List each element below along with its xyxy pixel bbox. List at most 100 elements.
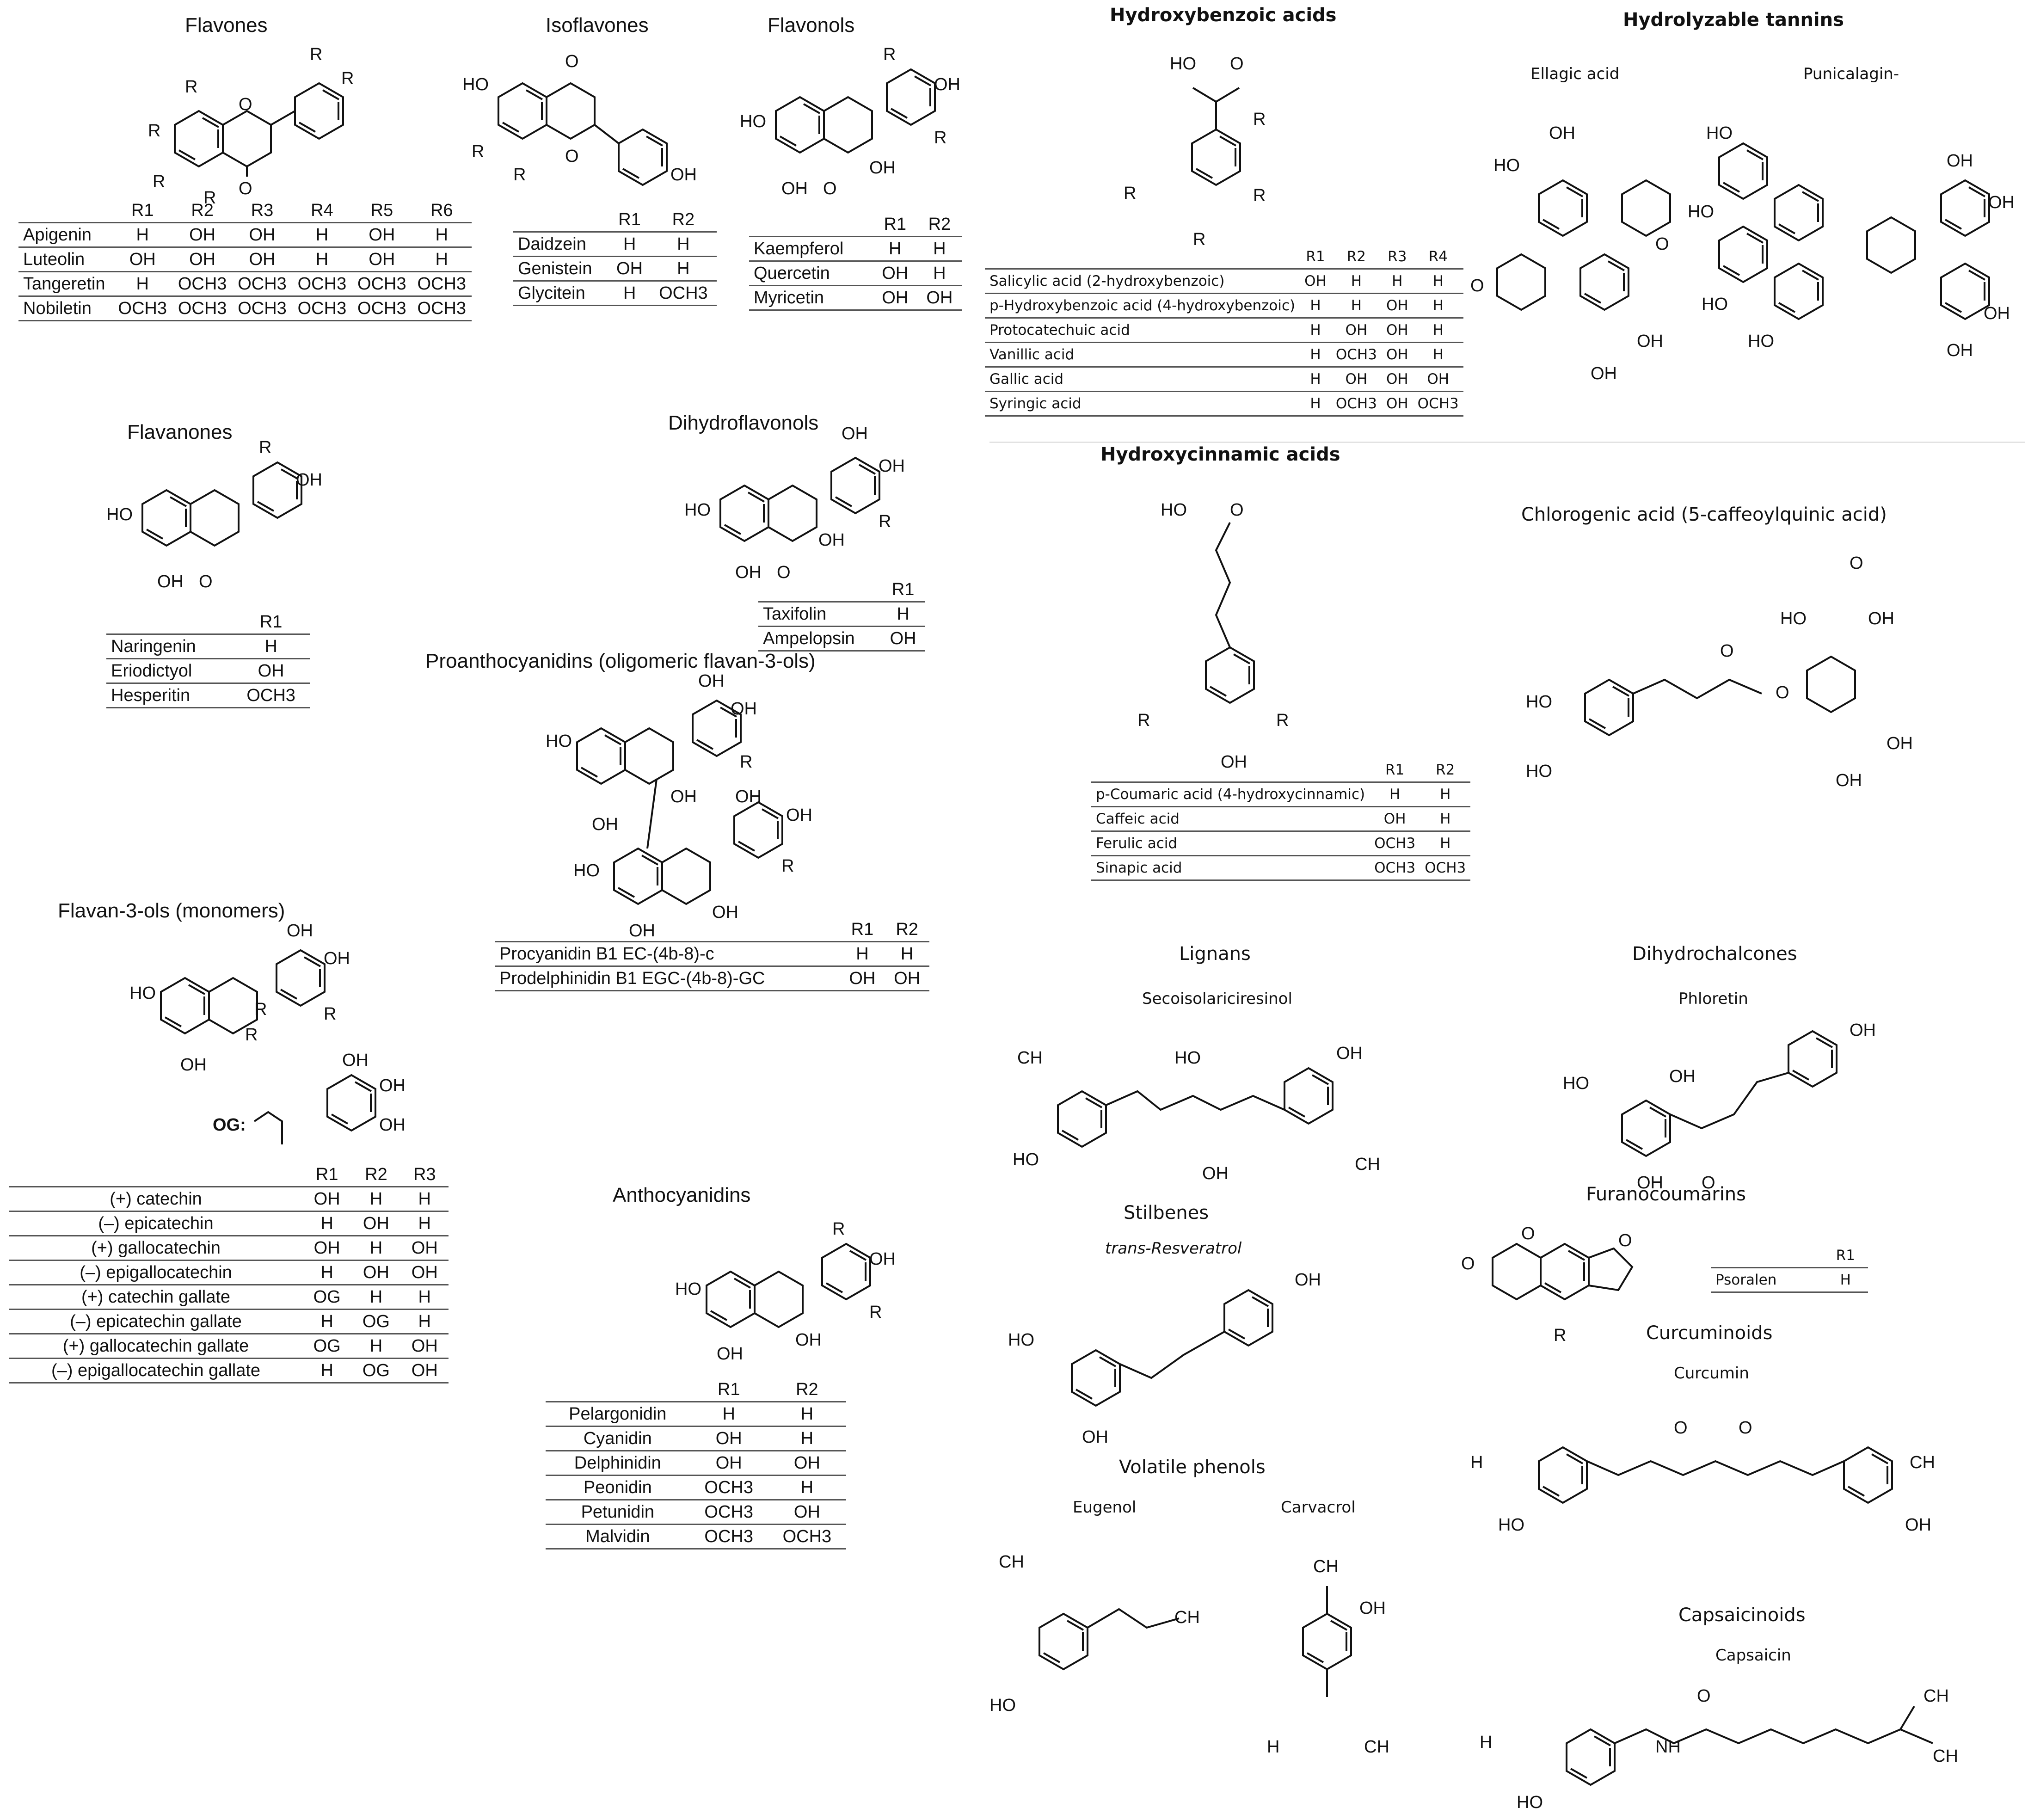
svg-text:O: O [239, 179, 252, 198]
svg-text:HO: HO [1526, 692, 1552, 712]
svg-text:OH: OH [1984, 304, 2010, 323]
svg-text:HO: HO [1498, 1515, 1524, 1535]
svg-text:R: R [185, 77, 197, 97]
svg-text:R: R [324, 1004, 336, 1024]
svg-text:CH: CH [999, 1552, 1024, 1572]
svg-text:O: O [1720, 641, 1734, 661]
svg-text:HO: HO [675, 1279, 701, 1299]
eugenol-label: Eugenol [1073, 1498, 1137, 1517]
svg-text:HO: HO [1780, 609, 1807, 628]
svg-text:HO: HO [1702, 295, 1728, 314]
proanthocyanidins-title: Proanthocyanidins (oligomeric flavan-3-o… [425, 650, 816, 672]
svg-text:O: O [1776, 683, 1789, 702]
svg-text:OH: OH [1836, 771, 1862, 790]
svg-text:CH: CH [1910, 1453, 1935, 1472]
flavan3ols-title: Flavan-3-ols (monomers) [58, 899, 285, 922]
svg-text:HO: HO [106, 505, 133, 524]
svg-text:O: O [1674, 1418, 1688, 1438]
svg-text:HO: HO [1748, 332, 1774, 351]
svg-text:CH: CH [1364, 1737, 1389, 1757]
svg-text:R: R [832, 1219, 845, 1239]
svg-text:OH: OH [842, 424, 868, 443]
table-row: p-Hydroxybenzoic acid (4-hydroxybenzoic)… [985, 293, 1463, 318]
svg-text:OH: OH [869, 1249, 896, 1269]
svg-text:H: H [1480, 1733, 1492, 1752]
svg-text:OH: OH [1988, 193, 2015, 212]
svg-text:R: R [245, 1025, 258, 1045]
svg-text:R: R [472, 142, 484, 161]
flavones-title: Flavones [185, 14, 268, 37]
svg-text:HO: HO [1013, 1150, 1039, 1169]
svg-text:O: O [1461, 1254, 1475, 1273]
svg-text:O: O [1470, 276, 1484, 295]
isoflavones-title: Isoflavones [546, 14, 649, 37]
svg-text:OH: OH [781, 179, 808, 198]
svg-text:OH: OH [1295, 1270, 1321, 1290]
svg-text:OH: OH [1637, 332, 1663, 351]
svg-text:O: O [1702, 1173, 1715, 1193]
svg-text:OH: OH [592, 815, 618, 834]
chlorogenic-title: Chlorogenic acid (5-caffeoylquinic acid) [1521, 504, 1887, 525]
svg-text:R: R [1554, 1326, 1566, 1345]
svg-text:HO: HO [573, 861, 600, 880]
svg-text:O: O [777, 563, 791, 582]
svg-text:OG:: OG: [213, 1115, 246, 1135]
svg-text:R: R [310, 45, 322, 64]
svg-text:O: O [199, 572, 213, 591]
svg-text:HO: HO [1517, 1793, 1543, 1812]
svg-text:HO: HO [1493, 156, 1520, 175]
secoisolariciresinol-label: Secoisolariciresinol [1142, 990, 1292, 1008]
svg-text:O: O [1230, 54, 1244, 74]
svg-text:HO: HO [684, 500, 711, 520]
hydroxybenzoic-title: Hydroxybenzoic acids [1110, 5, 1337, 26]
capsaicinoids-title: Capsaicinoids [1678, 1605, 1806, 1626]
svg-text:HO: HO [1563, 1074, 1589, 1093]
svg-text:OH: OH [1947, 151, 1973, 171]
svg-text:OH: OH [324, 949, 350, 968]
svg-text:OH: OH [1868, 609, 1894, 628]
volatile-phenols-title: Volatile phenols [1119, 1457, 1266, 1478]
svg-text:O: O [565, 52, 579, 71]
furanocoumarins-title: Furanocoumarins [1586, 1184, 1746, 1205]
svg-text:R: R [341, 69, 354, 88]
svg-text:OH: OH [1850, 1021, 1876, 1040]
curcuminoids-title: Curcuminoids [1646, 1322, 1773, 1344]
svg-text:H: H [1470, 1453, 1483, 1472]
svg-text:O: O [1739, 1418, 1752, 1438]
svg-text:HO: HO [1174, 1048, 1201, 1068]
